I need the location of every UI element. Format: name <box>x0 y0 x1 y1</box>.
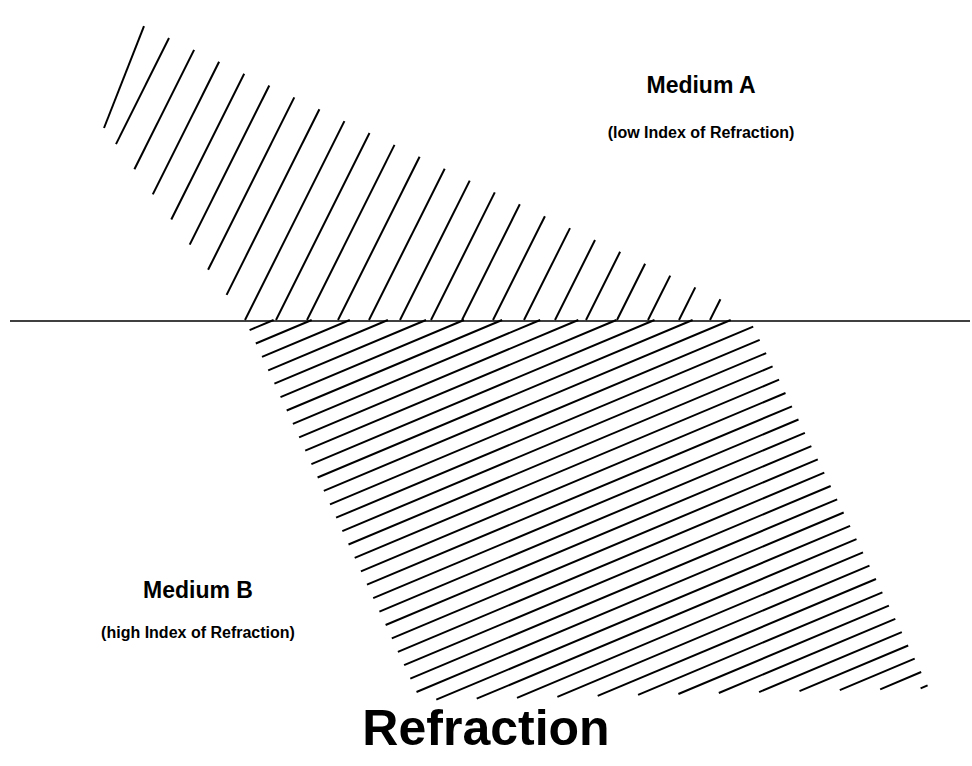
medium-note: (high Index of Refraction) <box>101 624 295 642</box>
diagram-title: Refraction <box>362 700 609 758</box>
interface-line <box>10 320 970 322</box>
medium-label: Medium B <box>143 577 253 603</box>
wavefronts-medium-b <box>250 320 928 700</box>
medium-note: (low Index of Refraction) <box>608 124 795 142</box>
wavefronts-medium-a <box>104 26 720 320</box>
medium-label: Medium A <box>646 72 755 98</box>
